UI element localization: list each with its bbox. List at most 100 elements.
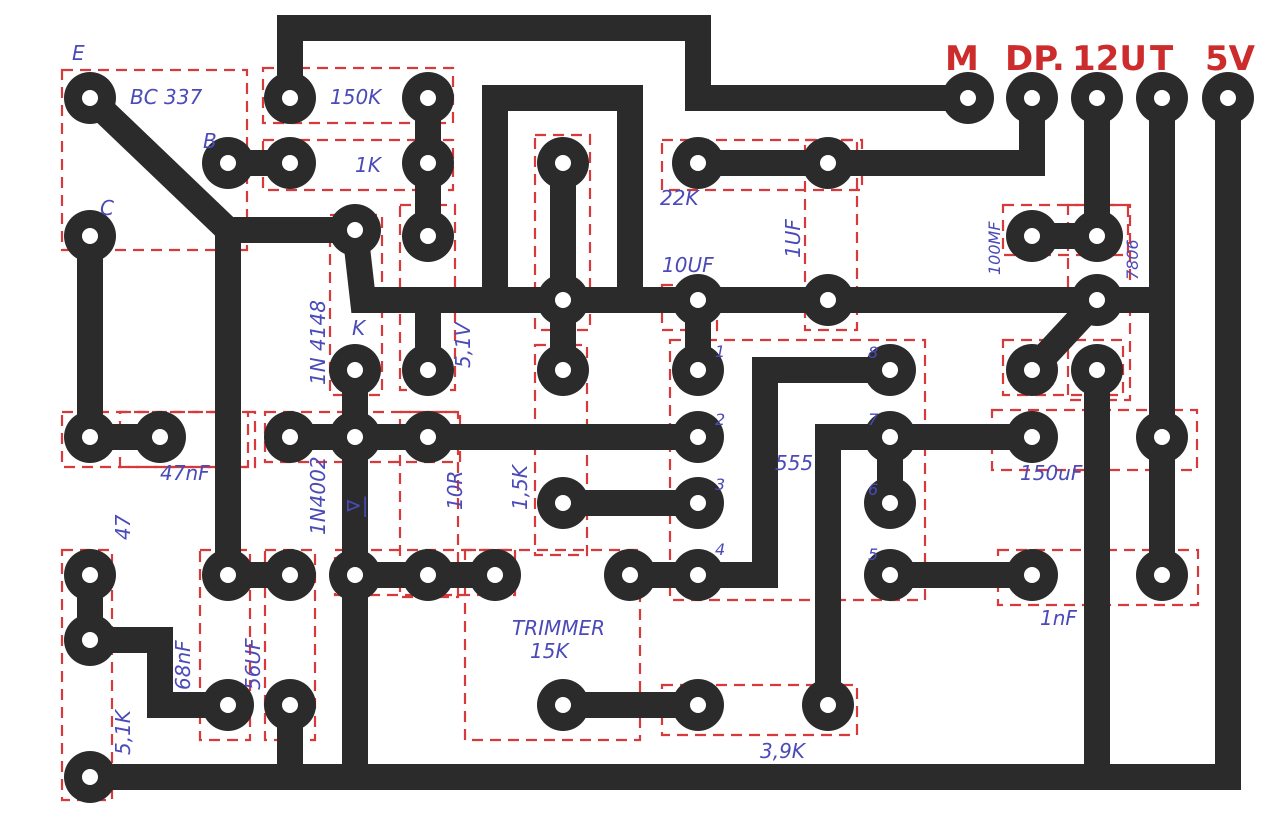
label-pin5: 5 xyxy=(868,545,878,564)
drill-hole xyxy=(82,632,98,648)
drill-hole xyxy=(82,567,98,583)
drill-hole xyxy=(420,362,436,378)
drill-hole xyxy=(420,429,436,445)
drill-hole xyxy=(1024,228,1040,244)
label-transistor: BC 337 xyxy=(130,85,202,109)
label-base: B xyxy=(203,129,217,153)
label-trimmer-value: 15K xyxy=(530,639,570,663)
drill-hole xyxy=(347,362,363,378)
drill-hole xyxy=(1089,362,1105,378)
drill-hole xyxy=(555,155,571,171)
label-pin8: 8 xyxy=(868,343,878,362)
label-r47: 47 xyxy=(111,514,135,540)
label-ic555: 555 xyxy=(775,451,813,475)
drill-hole xyxy=(690,362,706,378)
drill-hole xyxy=(1024,567,1040,583)
label-r150k: 150K xyxy=(330,85,383,109)
drill-hole xyxy=(420,567,436,583)
drill-hole xyxy=(420,155,436,171)
drill-hole xyxy=(690,495,706,511)
label-1n4148: 1N 4148 xyxy=(306,300,330,385)
drill-hole xyxy=(690,697,706,713)
label-r3k9: 3,9K xyxy=(760,739,807,763)
drill-hole xyxy=(690,429,706,445)
drill-hole xyxy=(555,495,571,511)
drill-hole xyxy=(82,228,98,244)
drill-hole xyxy=(1089,90,1105,106)
label-7806: 7806 xyxy=(1123,239,1142,280)
label-c10uf: 10UF xyxy=(662,253,714,277)
drill-hole xyxy=(282,567,298,583)
drill-hole xyxy=(82,429,98,445)
drill-hole xyxy=(220,697,236,713)
component-annotations: E B C BC 337 150K 1K 22K 1UF 10UF 100MF … xyxy=(72,41,1142,763)
drill-hole xyxy=(220,567,236,583)
label-r1k: 1K xyxy=(355,153,383,177)
drill-hole xyxy=(1024,429,1040,445)
label-diode-k: K xyxy=(352,316,367,340)
terminal-5v: 5V xyxy=(1205,39,1256,79)
drill-hole xyxy=(820,155,836,171)
drill-hole xyxy=(420,90,436,106)
drill-hole xyxy=(282,90,298,106)
drill-hole xyxy=(347,567,363,583)
drill-hole xyxy=(960,90,976,106)
drill-hole xyxy=(1154,90,1170,106)
terminal-dp: DP. xyxy=(1005,39,1065,79)
label-pin6: 6 xyxy=(868,480,878,499)
drill-hole xyxy=(555,362,571,378)
terminal-t: T xyxy=(1150,39,1174,79)
label-c1uf: 1UF xyxy=(781,219,805,258)
drill-hole xyxy=(690,155,706,171)
label-diode-symbol: ⊳| xyxy=(345,493,369,517)
drill-hole xyxy=(220,155,236,171)
drill-hole xyxy=(282,697,298,713)
label-pin2: 2 xyxy=(715,410,725,429)
drill-hole xyxy=(1089,228,1105,244)
label-pin4: 4 xyxy=(715,540,725,559)
terminal-labels: M DP. 12U T 5V xyxy=(945,39,1256,79)
drill-hole xyxy=(82,769,98,785)
drill-hole xyxy=(82,90,98,106)
drill-hole xyxy=(820,697,836,713)
label-trimmer: TRIMMER xyxy=(512,616,605,640)
label-emitter: E xyxy=(72,41,85,65)
drill-hole xyxy=(1024,362,1040,378)
drill-hole xyxy=(555,292,571,308)
drill-hole xyxy=(690,292,706,308)
drill-hole xyxy=(282,155,298,171)
drill-hole xyxy=(1154,567,1170,583)
label-c100mf: 100MF xyxy=(985,221,1004,275)
label-r15k: 1,5K xyxy=(508,463,532,510)
label-r22k: 22K xyxy=(660,186,700,210)
label-c56uf: 56UF xyxy=(241,638,265,690)
drill-hole xyxy=(882,362,898,378)
drill-hole xyxy=(420,228,436,244)
drill-hole xyxy=(1089,292,1105,308)
drill-hole xyxy=(1154,429,1170,445)
label-c150uf: 150uF xyxy=(1020,461,1083,485)
label-collector: C xyxy=(100,196,114,220)
label-1n4002: 1N4002 xyxy=(306,456,330,535)
drill-hole xyxy=(690,567,706,583)
label-c47nf: 47nF xyxy=(160,461,210,485)
drill-hole xyxy=(882,429,898,445)
terminal-m: M xyxy=(945,39,979,79)
drill-hole xyxy=(152,429,168,445)
drill-hole xyxy=(347,222,363,238)
label-pin1: 1 xyxy=(715,342,725,361)
label-zener: 5,1V xyxy=(451,321,475,368)
drill-hole xyxy=(1024,90,1040,106)
drill-hole xyxy=(487,567,503,583)
drill-hole xyxy=(282,429,298,445)
drill-hole xyxy=(1220,90,1236,106)
pads xyxy=(64,72,1254,803)
drill-hole xyxy=(622,567,638,583)
drill-hole xyxy=(882,567,898,583)
drill-hole xyxy=(555,697,571,713)
drill-hole xyxy=(882,495,898,511)
terminal-12u: 12U xyxy=(1072,39,1147,79)
drill-hole xyxy=(820,292,836,308)
label-c1nf: 1nF xyxy=(1040,606,1077,630)
